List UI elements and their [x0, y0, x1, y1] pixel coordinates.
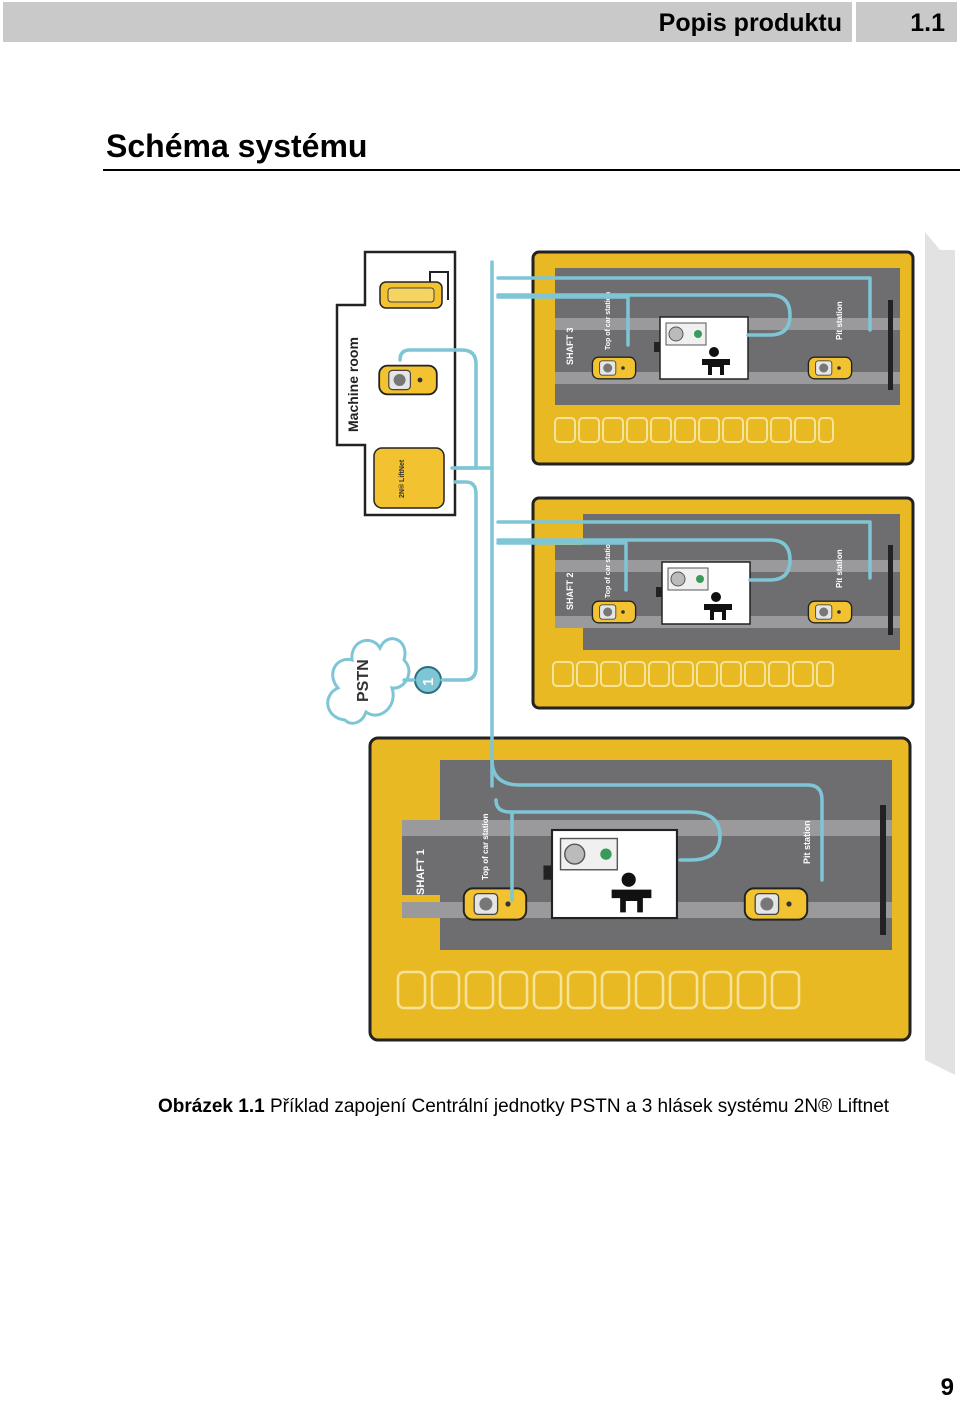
machine-room-label: Machine room	[345, 337, 361, 432]
shaft-3-label: SHAFT 3	[565, 327, 575, 365]
shaft-3: SHAFT 3 Top of car station Pit station	[531, 250, 915, 466]
header-bar	[3, 2, 957, 42]
page-number: 9	[940, 1374, 954, 1401]
header-separator	[852, 2, 856, 42]
shaft-2: SHAFT 2 Top of car station Pit station	[531, 496, 915, 710]
shaft-1: SHAFT 1 Top of car station Pit station	[368, 736, 912, 1042]
machine-room: Machine room 2N® LiftNet	[335, 250, 457, 517]
shaft-1-pit-station: Pit station	[802, 820, 812, 864]
section-title: Schéma systému	[106, 128, 368, 164]
liftnet-unit-label: 2N® LiftNet	[398, 459, 406, 498]
building-wall	[925, 232, 955, 1075]
line-badge-number: 1	[420, 678, 437, 686]
pstn-cloud: PSTN	[326, 637, 411, 725]
shaft-3-top-station: Top of car station	[605, 292, 612, 350]
caption-text: Příklad zapojení Centrální jednotky PSTN…	[264, 1096, 890, 1117]
shaft-2-top-station: Top of car station	[605, 540, 612, 598]
header-section-number: 1.1	[910, 9, 945, 37]
shaft-1-top-station: Top of car station	[481, 813, 490, 880]
wiring	[398, 260, 872, 902]
shaft-1-label: SHAFT 1	[415, 849, 427, 895]
shaft-3-pit-station: Pit station	[835, 301, 844, 340]
header-title: Popis produktu	[658, 9, 842, 37]
pstn-label: PSTN	[355, 659, 372, 702]
section-rule	[103, 169, 960, 171]
figure-caption: Obrázek 1.1 Příklad zapojení Centrální j…	[158, 1096, 918, 1118]
line-badge: 1	[414, 666, 442, 694]
shaft-2-label: SHAFT 2	[565, 572, 575, 610]
shaft-2-pit-station: Pit station	[835, 549, 844, 588]
caption-label: Obrázek 1.1	[158, 1096, 265, 1117]
system-diagram: Machine room 2N® LiftNet PSTN 1 SHAFT 3 …	[326, 232, 955, 1075]
